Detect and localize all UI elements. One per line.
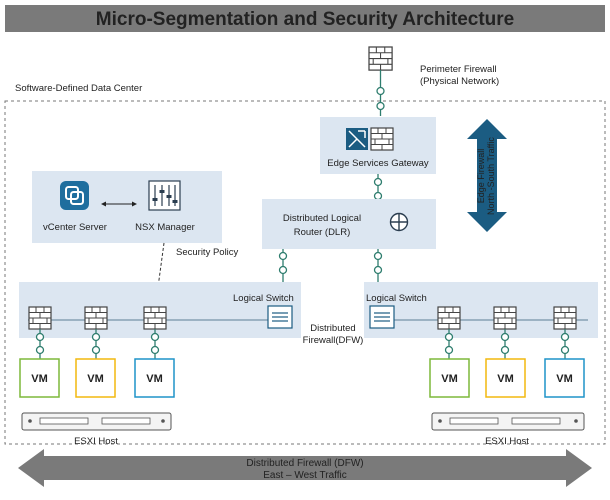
- dlr-label-line1: Distributed Logical: [283, 213, 361, 224]
- vm-node-icon: [150, 345, 160, 355]
- left-logical-switch-label: Logical Switch: [233, 293, 294, 304]
- perimeter-node-icon: [376, 101, 385, 111]
- east-west-label-line1: Distributed Firewall (DFW): [246, 458, 363, 469]
- perimeter-firewall-icon: [368, 46, 393, 71]
- vm-node-icon: [560, 332, 570, 342]
- vm-node-icon: [500, 332, 510, 342]
- vm-label: VM: [87, 373, 104, 385]
- vm-node-icon: [91, 345, 101, 355]
- dlr-right-node-icon: [373, 251, 383, 261]
- vm-node-icon: [444, 332, 454, 342]
- perimeter-node-icon: [376, 86, 385, 96]
- vm-label: VM: [31, 373, 48, 385]
- security-policy-label: Security Policy: [176, 247, 239, 258]
- vm-node-icon: [560, 345, 570, 355]
- esxi-host-icon: [21, 412, 172, 431]
- vm-node-icon: [150, 332, 160, 342]
- vm-node-icon: [91, 332, 101, 342]
- sddc-boundary: [4, 100, 606, 445]
- east-west-arrow: [18, 449, 592, 487]
- perimeter-network-label: (Physical Network): [420, 76, 499, 87]
- right-logical-switch-label: Logical Switch: [366, 293, 427, 304]
- firewall-icon: [84, 306, 108, 330]
- vm-label: VM: [146, 373, 163, 385]
- vm-label: VM: [497, 373, 514, 385]
- vm-node-icon: [35, 345, 45, 355]
- perimeter-firewall-label: Perimeter Firewall: [420, 64, 497, 75]
- dlr-left-node-icon: [278, 265, 288, 275]
- router-icon: [389, 212, 409, 232]
- dfw-label-line1: Distributed: [310, 323, 355, 334]
- vm-blue: VM: [544, 358, 585, 398]
- edge-firewall-icon: [370, 127, 394, 151]
- vm-node-icon: [500, 345, 510, 355]
- switch-icon: [267, 305, 293, 329]
- firewall-icon: [28, 306, 52, 330]
- vm-label: VM: [441, 373, 458, 385]
- dlr-label-line2: Router (DLR): [294, 227, 351, 238]
- dlr-node-icon: [373, 191, 383, 201]
- arrow-left-icon: [101, 201, 106, 207]
- vm-node-icon: [35, 332, 45, 342]
- edge-router-icon: [346, 128, 368, 150]
- nsx-manager-icon: [148, 180, 181, 211]
- esxi-host-icon: [431, 412, 585, 431]
- dfw-label-line2: Firewall(DFW): [303, 335, 364, 346]
- vcenter-icon: [60, 181, 89, 210]
- firewall-icon: [437, 306, 461, 330]
- firewall-icon: [143, 306, 167, 330]
- dlr-right-node-icon: [373, 265, 383, 275]
- sddc-label: Software-Defined Data Center: [15, 83, 142, 94]
- page-title: Micro-Segmentation and Security Architec…: [96, 9, 514, 30]
- edge-node-icon: [373, 177, 383, 187]
- vm-yellow: VM: [485, 358, 526, 398]
- vm-green: VM: [429, 358, 470, 398]
- firewall-icon: [493, 306, 517, 330]
- dlr-left-node-icon: [278, 251, 288, 261]
- north-south-arrow: [467, 119, 507, 232]
- esxi-host-right-label: ESXI Host: [485, 436, 529, 447]
- vcenter-label: vCenter Server: [43, 222, 107, 233]
- vm-label: VM: [556, 373, 573, 385]
- vm-blue: VM: [134, 358, 175, 398]
- edge-firewall-arrow-label: Edge Firewall: [476, 149, 486, 204]
- arrow-right-icon: [132, 201, 137, 207]
- vm-green: VM: [19, 358, 60, 398]
- nsx-manager-label: NSX Manager: [135, 222, 195, 233]
- vm-node-icon: [444, 345, 454, 355]
- vm-yellow: VM: [75, 358, 116, 398]
- east-west-label-line2: East – West Traffic: [263, 470, 347, 481]
- edge-gateway-label: Edge Services Gateway: [327, 158, 429, 169]
- dlr-panel: [262, 199, 436, 249]
- switch-icon: [369, 305, 395, 329]
- firewall-icon: [553, 306, 577, 330]
- north-south-traffic-label: North -South Traffic: [486, 137, 496, 215]
- title-bar: [5, 5, 605, 32]
- esxi-host-left-label: ESXI Host: [74, 436, 118, 447]
